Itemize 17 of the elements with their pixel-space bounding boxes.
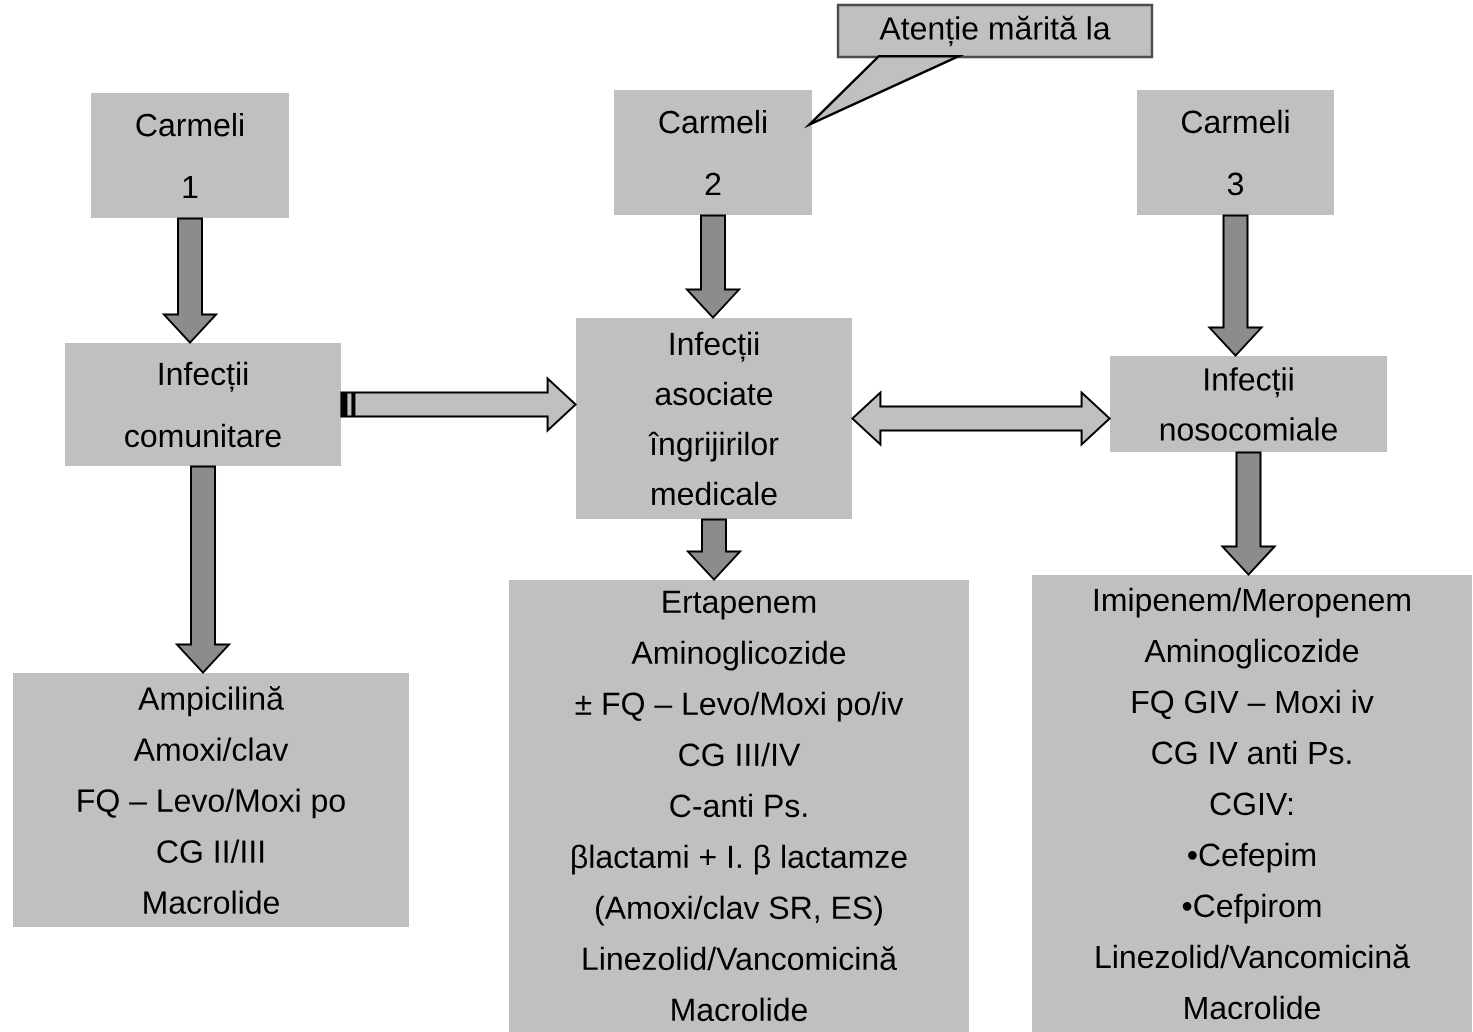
block-arrow (340, 376, 578, 433)
callout-box: Atenție mărită la (836, 3, 1154, 59)
block-arrow (1207, 214, 1264, 358)
carmeli-box: Carmeli 2 (614, 90, 812, 215)
block-arrow (161, 217, 219, 345)
treatment-box: Ertapenem Aminoglicozide ± FQ – Levo/Moxi po/iv CG III/IV C-anti Ps. βlactami + I. β lactamze (Amoxi/clav SR, ES) Linezolid/Vancomicină Macrolide (509, 580, 969, 1032)
carmeli-box: Carmeli 3 (1137, 90, 1334, 215)
category-box: Infecții comunitare (65, 343, 341, 466)
category-box: Infecții nosocomiale (1110, 356, 1387, 452)
treatment-box: Ampicilină Amoxi/clav FQ – Levo/Moxi po CG II/III Macrolide (13, 673, 409, 927)
block-arrow (1220, 451, 1277, 577)
category-box: Infecții asociate îngrijirilor medicale (576, 318, 852, 519)
block-arrow (174, 465, 232, 675)
treatment-box: Imipenem/Meropenem Aminoglicozide FQ GIV – Moxi iv CG IV anti Ps. CGIV: •Cefepim •Cefpirom Linezolid/Vancomicină Macrolide (1032, 575, 1472, 1032)
block-arrow (684, 214, 742, 320)
block-arrow (685, 518, 743, 582)
carmeli-box: Carmeli 1 (91, 93, 289, 218)
